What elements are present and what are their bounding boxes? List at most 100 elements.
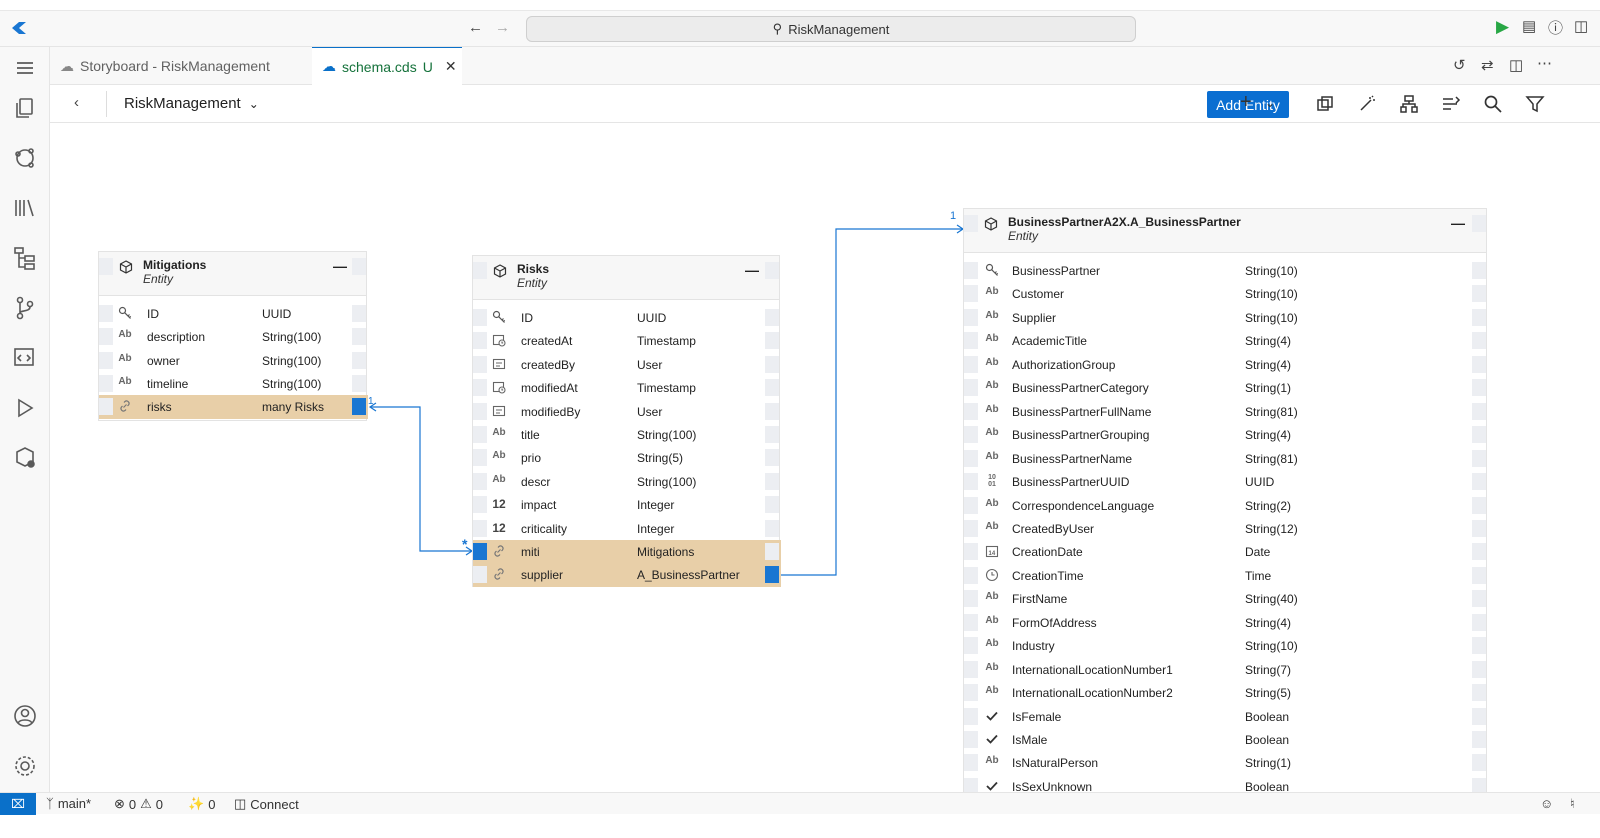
filter-icon[interactable] [1525,94,1545,114]
field-left-handle[interactable] [473,566,487,584]
field-left-handle[interactable] [473,355,487,373]
field-right-handle[interactable] [1472,519,1486,537]
field-left-handle[interactable] [964,449,978,467]
field-left-handle[interactable] [964,637,978,655]
explorer-icon[interactable] [12,95,38,121]
extensions-icon[interactable] [12,445,38,471]
panel-toggle-icon[interactable]: ▤ [1522,18,1537,35]
field-left-handle[interactable] [964,285,978,303]
field-right-handle[interactable] [765,519,779,537]
field-left-handle[interactable] [964,262,978,279]
run-debug-icon[interactable] [12,395,38,421]
entity-header[interactable]: BusinessPartnerA2X.A_BusinessPartner Ent… [964,209,1486,253]
add-icon[interactable]: + [1240,91,1252,113]
field-right-handle[interactable] [765,449,779,467]
field-right-handle[interactable] [1472,543,1486,561]
layout-icon[interactable]: ◫ [1574,18,1589,35]
field-left-handle[interactable] [964,731,978,748]
field-right-handle[interactable] [765,426,779,443]
left-handle[interactable] [473,262,487,279]
field-right-handle[interactable] [1472,590,1486,608]
field-right-handle[interactable] [1472,637,1486,655]
field-right-handle[interactable] [1472,660,1486,678]
field-right-handle[interactable] [1472,449,1486,467]
field-right-handle[interactable] [352,374,366,392]
split-editor-icon[interactable]: ◫ [1509,57,1524,74]
field-right-handle[interactable] [1472,754,1486,772]
entity-header[interactable]: Mitigations Entity — [99,252,366,296]
entity-business-partner[interactable]: BusinessPartnerA2X.A_BusinessPartner Ent… [963,208,1487,810]
field-right-handle[interactable] [1472,473,1486,491]
search-icon[interactable] [1483,94,1503,114]
field-right-handle[interactable] [1472,613,1486,631]
field-left-handle[interactable] [964,426,978,444]
field-left-handle[interactable] [964,754,978,772]
close-icon[interactable]: ✕ [444,58,457,74]
field-left-handle[interactable] [964,777,978,795]
field-left-handle[interactable] [964,473,978,491]
history-icon[interactable]: ↺ [1453,57,1466,74]
field-right-handle[interactable] [1472,379,1486,397]
remote-icon[interactable]: ⌧ [0,793,36,815]
field-right-handle[interactable] [765,332,779,350]
source-control-icon[interactable] [12,295,38,321]
field-left-handle[interactable] [964,496,978,514]
branch-indicator[interactable]: ᛉ main* [46,796,91,811]
storyboard-icon[interactable] [12,145,38,171]
more-icon[interactable]: ⋯ [1537,55,1552,72]
field-left-handle[interactable] [473,496,487,514]
field-right-handle[interactable] [352,305,366,322]
field-right-handle[interactable] [765,309,779,326]
layout-entities-icon[interactable] [1315,94,1335,114]
field-left-handle[interactable] [473,543,487,560]
field-right-handle[interactable] [352,328,366,346]
left-handle[interactable] [964,215,978,232]
right-handle[interactable] [352,258,366,275]
magic-wand-icon[interactable] [1357,94,1377,114]
field-left-handle[interactable] [964,684,978,702]
field-right-handle[interactable] [1472,731,1486,748]
field-left-handle[interactable] [473,402,487,420]
code-check-icon[interactable] [12,345,38,371]
field-right-handle[interactable] [1472,262,1486,279]
right-handle[interactable] [765,262,779,279]
command-center-search[interactable]: ⚲ RiskManagement [526,16,1136,42]
run-icon[interactable]: ▶ [1496,17,1510,36]
help-icon[interactable]: ⓘ [1548,20,1564,37]
field-left-handle[interactable] [473,379,487,397]
forward-arrow-icon[interactable]: → [495,19,510,36]
field-right-handle[interactable] [765,566,779,584]
field-right-handle[interactable] [1472,402,1486,420]
field-right-handle[interactable] [1472,777,1486,795]
field-left-handle[interactable] [99,305,113,322]
menu-icon[interactable] [12,55,38,81]
bell-icon[interactable]: ♮ [1570,796,1575,811]
field-right-handle[interactable] [765,402,779,420]
